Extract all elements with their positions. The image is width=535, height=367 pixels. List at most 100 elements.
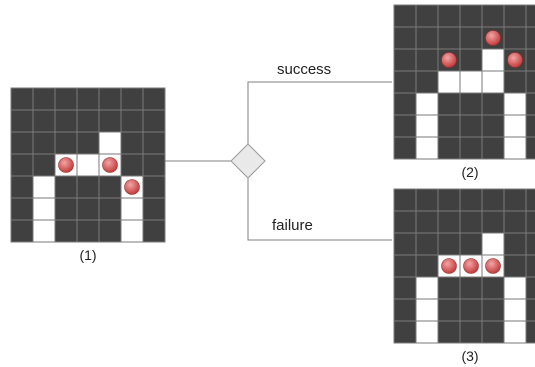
open-cell xyxy=(503,276,527,300)
wall-cell xyxy=(76,109,100,133)
wall-cell xyxy=(415,210,439,234)
wall-cell xyxy=(76,219,100,243)
wall-cell xyxy=(525,232,535,256)
wall-cell xyxy=(393,26,417,50)
wall-cell xyxy=(503,4,527,28)
wall-cell xyxy=(10,197,34,221)
wall-cell xyxy=(437,232,461,256)
wall-cell xyxy=(393,320,417,344)
wall-cell xyxy=(54,131,78,155)
wall-cell xyxy=(393,92,417,116)
wall-cell xyxy=(503,210,527,234)
open-cell xyxy=(481,48,505,72)
wall-cell xyxy=(525,276,535,300)
wall-cell xyxy=(481,320,505,344)
wall-cell xyxy=(393,254,417,278)
wall-cell xyxy=(481,188,505,212)
wall-cell xyxy=(142,109,166,133)
red-ball xyxy=(485,30,501,46)
grid-initial: (1) xyxy=(10,87,166,263)
wall-cell xyxy=(32,87,56,111)
success-connector xyxy=(247,81,392,144)
red-ball xyxy=(102,157,118,173)
open-cell xyxy=(415,276,439,300)
open-cell xyxy=(32,219,56,243)
wall-cell xyxy=(393,298,417,322)
red-ball xyxy=(485,258,501,274)
wall-cell xyxy=(98,197,122,221)
wall-cell xyxy=(10,175,34,199)
open-cell xyxy=(503,298,527,322)
wall-cell xyxy=(10,109,34,133)
wall-cell xyxy=(120,153,144,177)
wall-cell xyxy=(76,197,100,221)
wall-cell xyxy=(393,114,417,138)
red-ball xyxy=(441,258,457,274)
wall-cell xyxy=(481,4,505,28)
red-ball xyxy=(463,258,479,274)
wall-cell xyxy=(481,92,505,116)
wall-cell xyxy=(120,109,144,133)
wall-cell xyxy=(142,153,166,177)
grid-initial-label: (1) xyxy=(79,247,96,263)
wall-cell xyxy=(459,114,483,138)
wall-cell xyxy=(437,114,461,138)
grid-success-label: (2) xyxy=(461,164,478,180)
open-cell xyxy=(32,197,56,221)
red-ball xyxy=(124,179,140,195)
wall-cell xyxy=(54,175,78,199)
wall-cell xyxy=(437,276,461,300)
wall-cell xyxy=(503,26,527,50)
wall-cell xyxy=(525,70,535,94)
wall-cell xyxy=(76,87,100,111)
wall-cell xyxy=(393,48,417,72)
wall-cell xyxy=(459,92,483,116)
wall-cell xyxy=(142,87,166,111)
wall-cell xyxy=(10,131,34,155)
wall-cell xyxy=(459,298,483,322)
wall-cell xyxy=(459,232,483,256)
grid-failure: (3) xyxy=(393,188,535,364)
open-cell xyxy=(32,175,56,199)
wall-cell xyxy=(32,131,56,155)
wall-cell xyxy=(10,153,34,177)
wall-cell xyxy=(459,136,483,160)
open-cell xyxy=(415,114,439,138)
wall-cell xyxy=(481,298,505,322)
open-cell xyxy=(459,70,483,94)
open-cell xyxy=(503,92,527,116)
wall-cell xyxy=(459,210,483,234)
wall-cell xyxy=(120,87,144,111)
wall-cell xyxy=(393,188,417,212)
red-ball xyxy=(507,52,523,68)
grid-success: (2) xyxy=(393,4,535,180)
wall-cell xyxy=(481,136,505,160)
wall-cell xyxy=(503,254,527,278)
open-cell xyxy=(120,197,144,221)
wall-cell xyxy=(525,210,535,234)
open-cell xyxy=(98,131,122,155)
open-cell xyxy=(415,320,439,344)
wall-cell xyxy=(525,92,535,116)
open-cell xyxy=(503,136,527,160)
wall-cell xyxy=(393,276,417,300)
wall-cell xyxy=(459,26,483,50)
wall-cell xyxy=(437,210,461,234)
wall-cell xyxy=(503,70,527,94)
wall-cell xyxy=(503,188,527,212)
wall-cell xyxy=(525,254,535,278)
wall-cell xyxy=(142,131,166,155)
wall-cell xyxy=(10,219,34,243)
wall-cell xyxy=(437,26,461,50)
wall-cell xyxy=(481,276,505,300)
wall-cell xyxy=(459,48,483,72)
wall-cell xyxy=(415,232,439,256)
red-ball xyxy=(441,52,457,68)
open-cell xyxy=(415,298,439,322)
wall-cell xyxy=(415,4,439,28)
open-cell xyxy=(76,153,100,177)
open-cell xyxy=(415,136,439,160)
wall-cell xyxy=(459,4,483,28)
wall-cell xyxy=(32,153,56,177)
